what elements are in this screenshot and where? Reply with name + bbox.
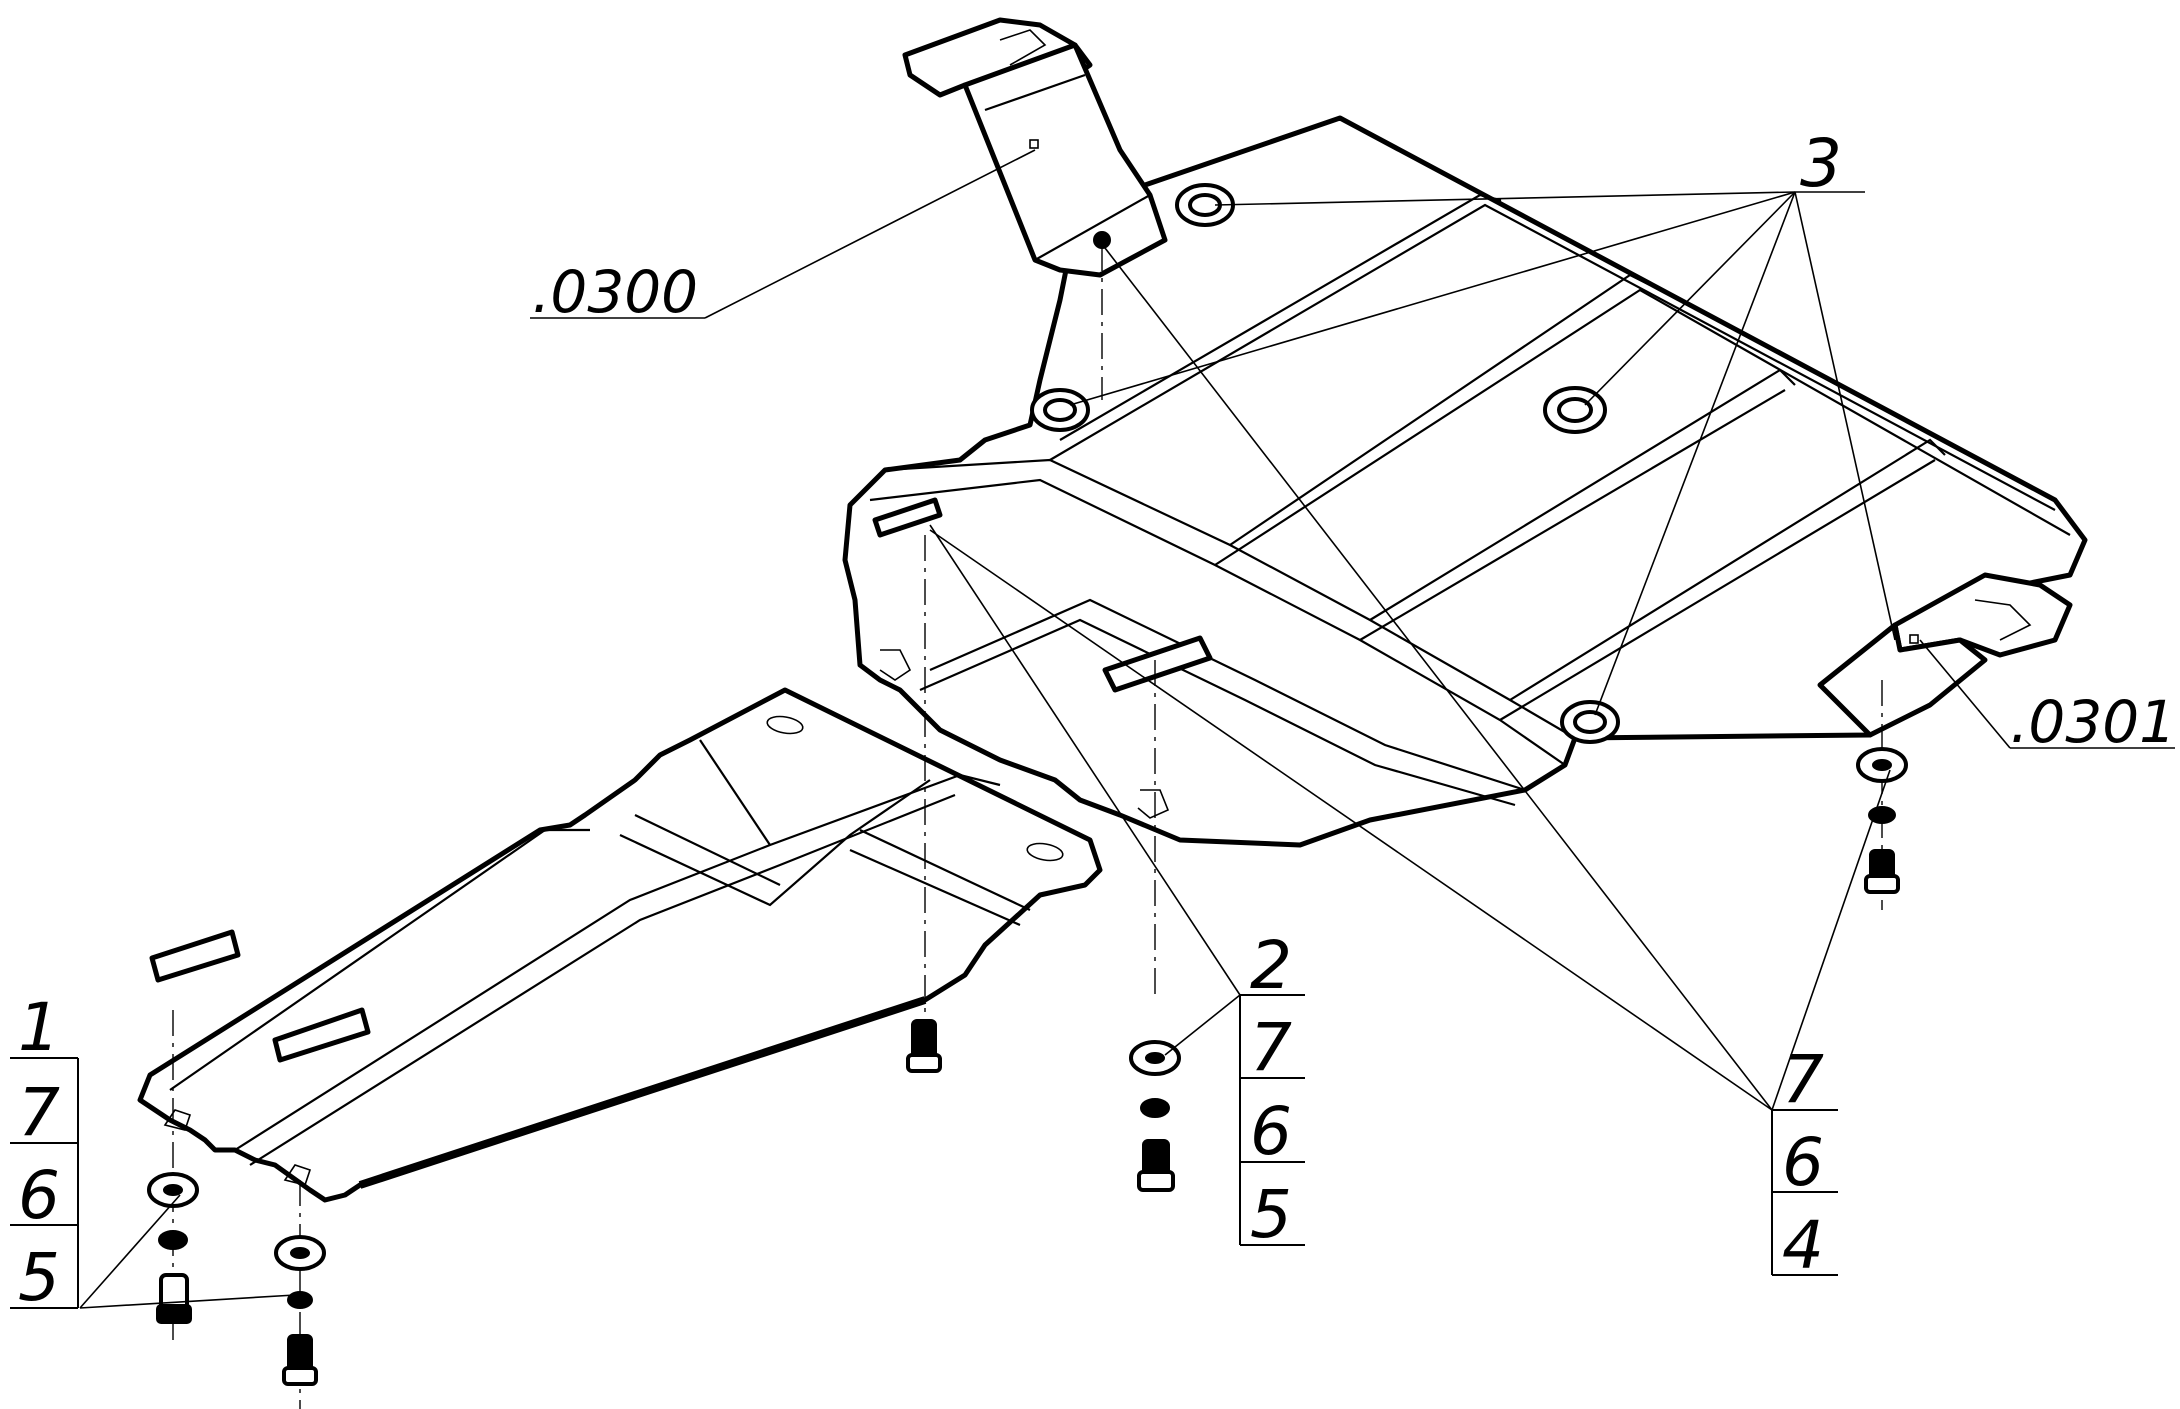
hardware-stack-left-a — [147, 1172, 199, 1324]
callout-right-1: 7 — [1782, 1041, 1824, 1118]
callout-box-middle — [1239, 994, 1305, 1246]
bracket-0300 — [902, 17, 1168, 278]
pad-center — [1102, 635, 1213, 693]
leader-lines — [79, 149, 2175, 1309]
callout-box-left — [10, 1057, 79, 1309]
washer-main-4 — [1560, 700, 1620, 744]
bracket-0301 — [1817, 572, 2073, 738]
callout-left-3: 6 — [18, 1157, 60, 1234]
pad-front-left — [149, 929, 241, 983]
callout-middle-4: 5 — [1250, 1176, 1292, 1253]
callout-right-3: 4 — [1782, 1207, 1824, 1284]
callout-middle-3: 6 — [1250, 1093, 1292, 1170]
callout-middle-1: 2 — [1250, 927, 1292, 1004]
callout-box-right — [1771, 1109, 1838, 1276]
bolt-front-right — [906, 1019, 942, 1073]
hardware-stack-right — [1856, 747, 1908, 894]
callout-left-1: 1 — [18, 989, 60, 1066]
hardware-stack-left-b — [274, 1235, 326, 1386]
front-skid-plate — [137, 687, 1103, 1203]
callout-3: 3 — [1800, 125, 1842, 202]
callout-left-2: 7 — [18, 1074, 60, 1151]
callout-right-2: 6 — [1782, 1124, 1824, 1201]
callout-left-4: 5 — [18, 1239, 60, 1316]
part-ref-0301: .0301 — [2010, 688, 2176, 756]
hardware-stack-middle — [1129, 1040, 1181, 1192]
part-ref-0300: .0300 — [532, 258, 698, 326]
washer-main-2 — [1030, 388, 1090, 432]
pad-top-left — [872, 497, 943, 538]
pad-front-center — [272, 1007, 371, 1063]
callout-middle-2: 7 — [1250, 1009, 1292, 1086]
